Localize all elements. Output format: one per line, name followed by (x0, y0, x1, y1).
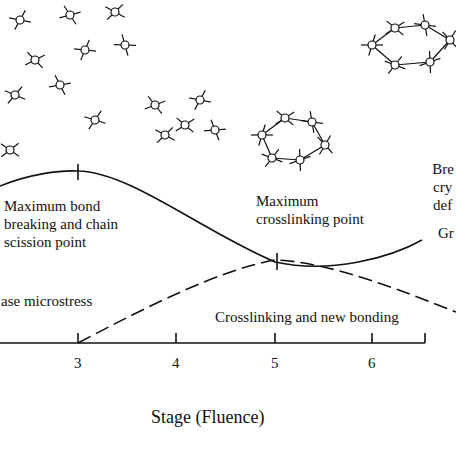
axis-number: 6 (367, 354, 377, 372)
annotation: cry (432, 178, 453, 196)
axis-number: 3 (73, 354, 83, 372)
atom-circle (181, 121, 189, 129)
molecule-sketches (1, 4, 456, 171)
atom-circle (66, 11, 74, 19)
atom-circle (6, 146, 14, 154)
bond-breaking-curve (0, 171, 422, 266)
atom-circle (321, 141, 329, 149)
atom-circle (111, 8, 119, 16)
axis-tick (77, 333, 79, 343)
crosslink-tick (276, 253, 278, 270)
atom-circle (196, 96, 204, 104)
annotation: def (432, 196, 453, 214)
atom-circle (31, 56, 39, 64)
axis-tick (274, 333, 276, 343)
annotation: Maximum crosslinking point (255, 192, 379, 228)
atom-circle (161, 131, 169, 139)
atom-circle (391, 24, 399, 32)
axis-title: Stage (Fluence) (150, 406, 265, 428)
atom-circle (281, 114, 289, 122)
atom-circle (368, 41, 376, 49)
atom-circle (308, 118, 316, 126)
atom-circle (211, 126, 219, 134)
annotation: Bre (431, 160, 455, 178)
atom-circle (56, 81, 64, 89)
axis-tick (371, 333, 373, 343)
atom-circle (296, 156, 304, 164)
annotation: Gr (437, 224, 455, 242)
atom-circle (121, 41, 129, 49)
annotation: Crosslinking and new bonding (214, 308, 400, 326)
bond-stroke (395, 62, 430, 65)
atom-circle (391, 61, 399, 69)
peak-tick (77, 164, 79, 180)
axis-number: 5 (270, 354, 280, 372)
axis-tick (424, 333, 426, 343)
atom-circle (81, 46, 89, 54)
axis-tick (175, 333, 177, 343)
atom-circle (426, 58, 434, 66)
atom-circle (91, 116, 99, 124)
annotation: ase microstress (0, 292, 93, 310)
atom-circle (151, 101, 159, 109)
axis-number: 4 (171, 354, 181, 372)
atom-circle (258, 131, 266, 139)
atom-circle (421, 21, 429, 29)
annotation: Maximum bond breaking and chain scission… (3, 197, 133, 251)
atom-circle (446, 36, 454, 44)
atom-circle (11, 91, 19, 99)
atom-circle (268, 154, 276, 162)
crosslinking-curve (78, 260, 456, 343)
atom-circle (16, 16, 24, 24)
stage-axis (0, 342, 425, 344)
